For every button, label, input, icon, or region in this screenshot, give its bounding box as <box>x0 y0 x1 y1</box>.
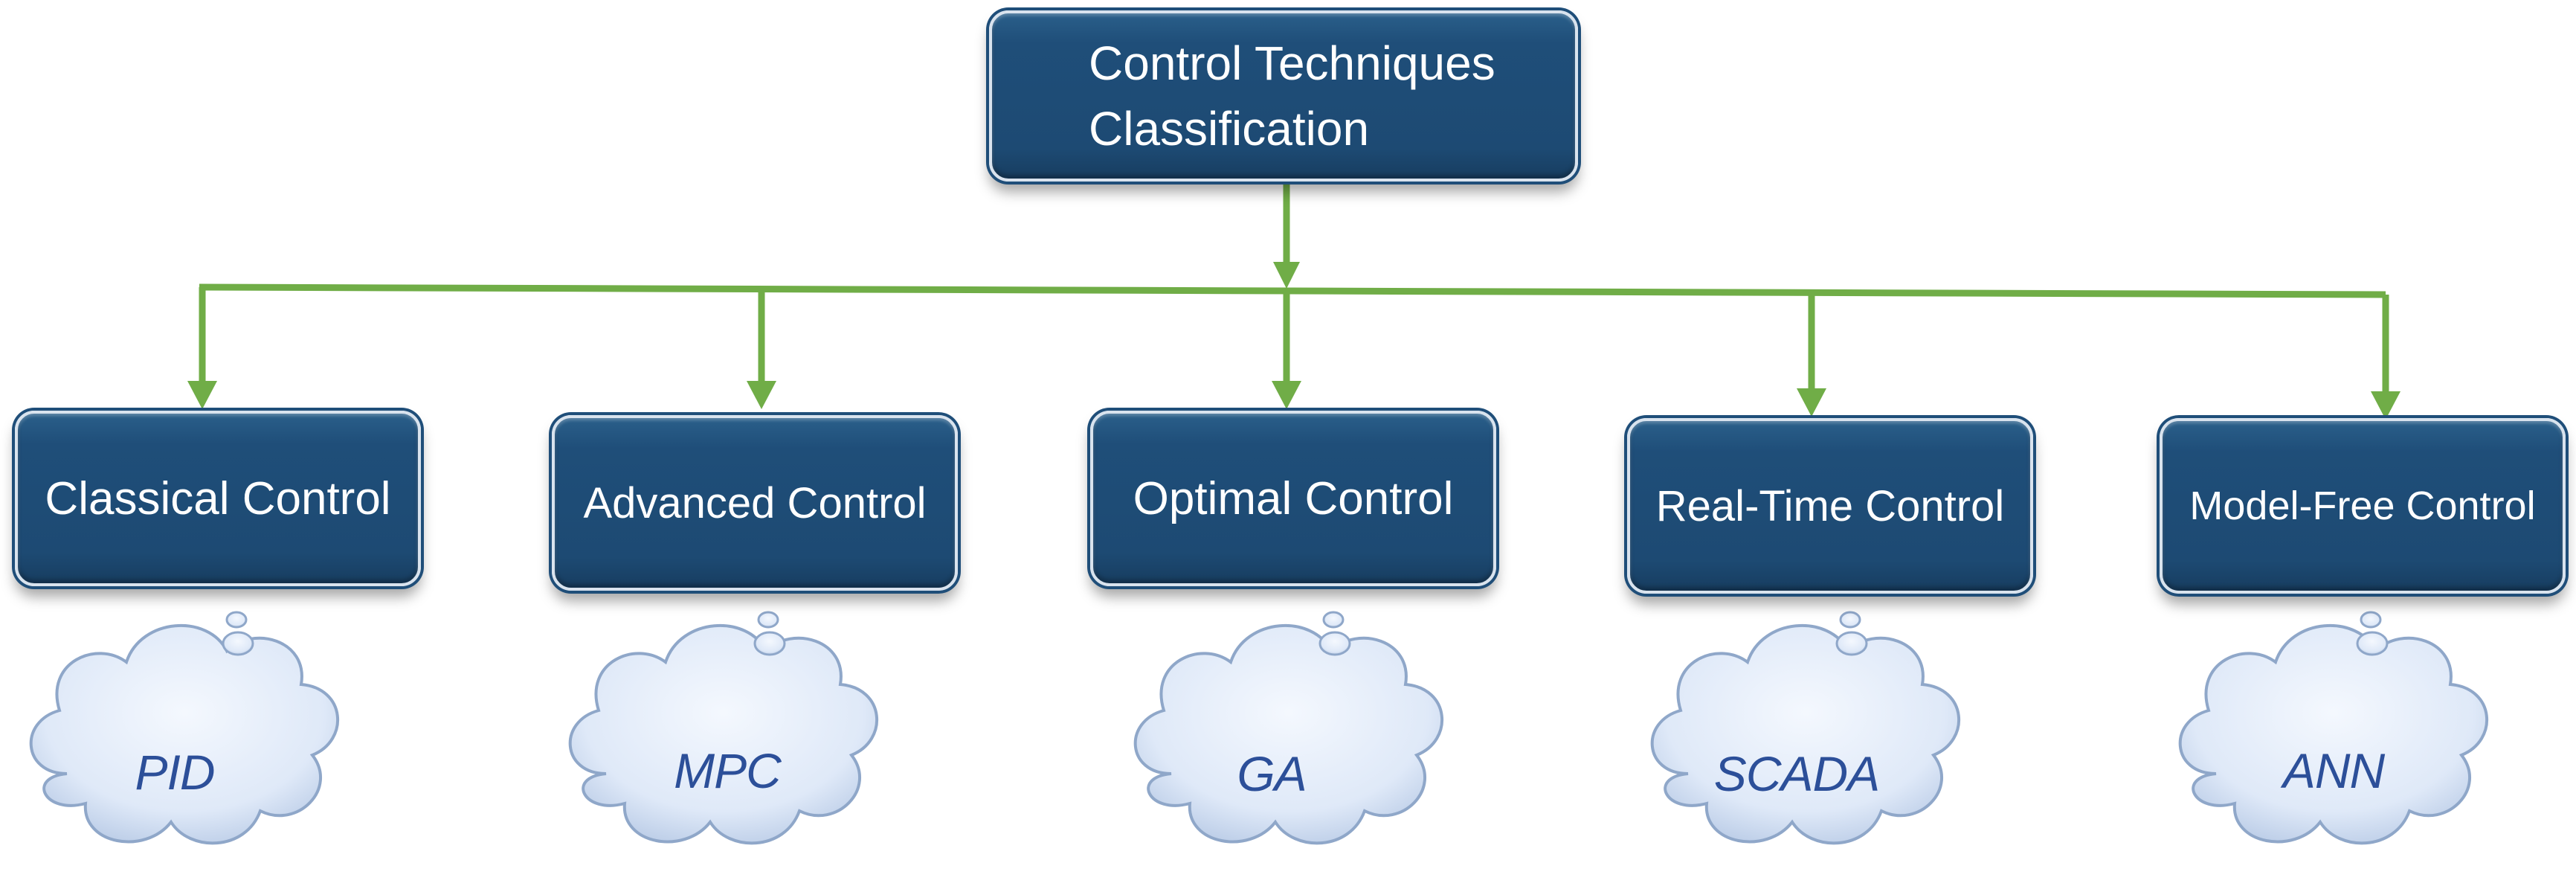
cloud-label-ann: ANN <box>2282 743 2385 798</box>
cloud-scada-shape <box>1650 611 1960 845</box>
cloud-mpc-shape <box>568 611 878 845</box>
node-label: Model-Free Control <box>2189 484 2536 528</box>
bus-connector <box>199 283 2386 298</box>
cloud-label-scada: SCADA <box>1713 746 1880 801</box>
node-classical-control: Classical Control <box>15 411 421 586</box>
node-model-free-control: Model-Free Control <box>2160 418 2566 594</box>
cloud-label-pid: PID <box>135 745 215 800</box>
root-node: Control Techniques Classification <box>989 10 1578 182</box>
node-optimal-control: Optimal Control <box>1090 411 1496 586</box>
node-label: Advanced Control <box>583 478 927 527</box>
trunk-arrowhead <box>1273 262 1300 289</box>
cloud-label-mpc: MPC <box>674 743 782 798</box>
node-label: Classical Control <box>45 472 391 524</box>
drop-arrowhead-realtime <box>1797 388 1826 417</box>
node-real-time-control: Real-Time Control <box>1627 418 2033 594</box>
root-title-line1: Control Techniques <box>1089 36 1495 90</box>
drop-arrowhead-modelfree <box>2371 391 2400 420</box>
drop-arrowhead-optimal <box>1272 381 1301 409</box>
cloud-label-ga: GA <box>1237 746 1307 801</box>
cloud-ann-shape <box>2178 611 2488 845</box>
node-advanced-control: Advanced Control <box>552 415 958 591</box>
node-label: Optimal Control <box>1133 472 1454 524</box>
drop-arrowhead-classical <box>187 381 217 409</box>
cloud-ga-shape <box>1133 611 1443 845</box>
drop-arrowhead-advanced <box>747 381 776 409</box>
root-title-line2: Classification <box>1089 102 1370 155</box>
cloud-pid-shape <box>29 611 339 845</box>
node-label: Real-Time Control <box>1655 481 2005 530</box>
